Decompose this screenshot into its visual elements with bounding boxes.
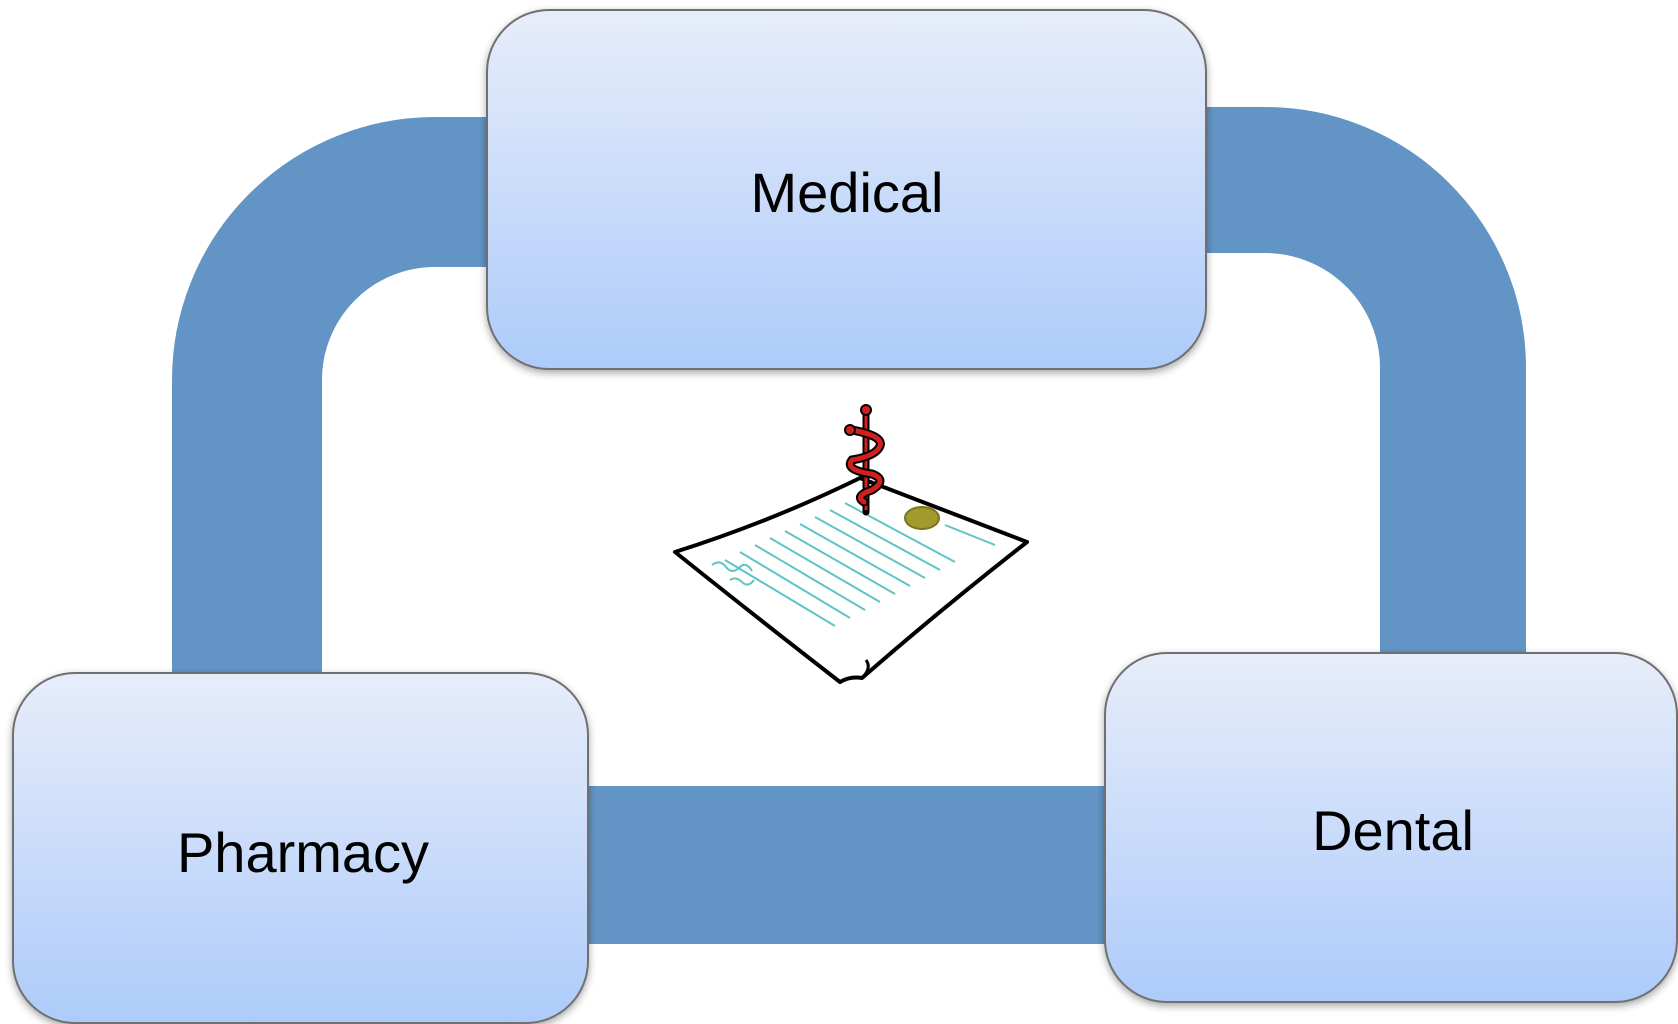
document-paper — [673, 476, 1029, 684]
medical-document-caduceus-icon — [673, 404, 1029, 684]
document-seal — [904, 506, 940, 530]
node-pharmacy: Pharmacy — [12, 672, 589, 1024]
node-medical: Medical — [486, 9, 1207, 370]
node-dental-label: Dental — [1312, 799, 1474, 862]
document-curl — [860, 659, 870, 680]
node-dental-box — [1104, 652, 1678, 1003]
connector-medical-dental — [1180, 107, 1526, 680]
node-medical-box — [486, 9, 1207, 370]
caduceus-icon — [844, 404, 885, 516]
node-medical-label: Medical — [751, 161, 944, 224]
connector-pharmacy-dental — [570, 786, 1130, 944]
node-dental: Dental — [1104, 652, 1678, 1003]
connector-medical-pharmacy — [172, 117, 510, 700]
node-pharmacy-label: Pharmacy — [177, 821, 429, 884]
node-pharmacy-box — [12, 672, 589, 1024]
